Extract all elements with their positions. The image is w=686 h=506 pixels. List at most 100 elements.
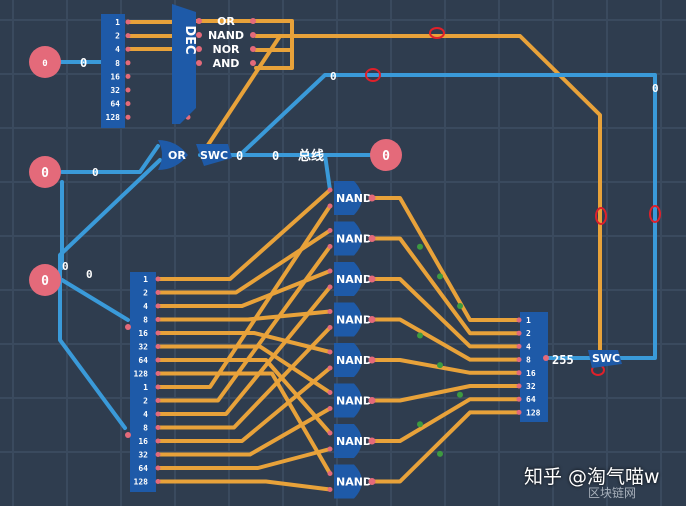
split-pin-label: 8 — [143, 424, 148, 433]
split-pin[interactable] — [155, 465, 161, 471]
or-gate[interactable]: OR — [158, 140, 188, 170]
split-pin-label: 128 — [134, 370, 149, 379]
dec-op-pin[interactable] — [196, 46, 202, 52]
dec-op-label: NOR — [212, 43, 240, 56]
top-input-out-label: 0 — [80, 56, 87, 70]
merge-pin[interactable] — [516, 357, 522, 363]
dec-op-pin[interactable] — [196, 60, 202, 66]
merge-pin[interactable] — [516, 330, 522, 336]
dec-pin-label: 64 — [110, 100, 120, 109]
nand-gate[interactable]: NAND — [327, 181, 376, 215]
bus-output-node[interactable]: 0 — [370, 139, 402, 171]
dec-pin[interactable] — [125, 73, 131, 79]
split-pin[interactable] — [155, 317, 161, 322]
dec-op-pin[interactable] — [196, 32, 202, 38]
bus-value-label: 0 — [272, 149, 279, 163]
split-pin[interactable] — [155, 371, 161, 376]
dec-op-out-pin[interactable] — [250, 46, 256, 52]
left-mid-wire-label-a: 0 — [62, 260, 69, 273]
split-pin-label: 16 — [138, 437, 148, 446]
left-top-wire-label: 0 — [92, 166, 99, 179]
split-pin[interactable] — [155, 425, 161, 430]
split-pin[interactable] — [155, 344, 161, 349]
dec-op-out-pin[interactable] — [250, 32, 256, 38]
dec-pin[interactable] — [125, 114, 131, 120]
or-gate-label: OR — [168, 149, 186, 162]
nand-label: NAND — [336, 314, 372, 327]
split-pin-label: 128 — [134, 478, 149, 487]
merge-pin[interactable] — [516, 409, 522, 415]
dec-pin[interactable] — [125, 60, 131, 66]
nand-gate[interactable]: NAND — [327, 302, 376, 337]
left-mid-input-value: 0 — [41, 274, 49, 289]
left-mid-input-node[interactable]: 0 — [29, 264, 61, 296]
split-pin[interactable] — [155, 303, 161, 309]
nand-label: NAND — [336, 354, 372, 367]
nand-output-wires — [370, 196, 521, 484]
split-pin[interactable] — [155, 290, 161, 295]
nand-gate[interactable]: NAND — [327, 221, 376, 256]
dec-op-pin[interactable] — [196, 18, 202, 24]
split-pin[interactable] — [155, 452, 161, 457]
merge-pin-label: 2 — [526, 329, 531, 338]
dec-pin[interactable] — [125, 87, 131, 93]
top-right-wire-label: 0 — [330, 70, 337, 83]
merge-pin[interactable] — [516, 317, 522, 323]
dec-op-label: NAND — [208, 29, 244, 42]
merge-pin[interactable] — [516, 343, 522, 349]
split-pin[interactable] — [155, 411, 161, 417]
dec-op-out-pin[interactable] — [250, 18, 256, 24]
dec-pin[interactable] — [125, 46, 131, 52]
split-in-pin[interactable] — [125, 324, 131, 330]
merge-pin[interactable] — [516, 396, 522, 402]
nand-label: NAND — [336, 273, 372, 286]
split-pin-label: 4 — [143, 410, 148, 419]
merge-pin[interactable] — [516, 370, 522, 376]
top-input-node[interactable]: 0 — [29, 46, 61, 78]
dec-pin[interactable] — [125, 101, 131, 107]
dec-pin-label: 4 — [115, 45, 120, 54]
split-pin-label: 1 — [143, 383, 148, 392]
dec-pin[interactable] — [125, 33, 131, 39]
merge-pin-label: 16 — [526, 369, 536, 378]
nand-gate[interactable]: NAND — [327, 343, 376, 377]
split-pin[interactable] — [155, 384, 161, 390]
nand-label: NAND — [336, 395, 372, 408]
split-pin[interactable] — [155, 276, 161, 282]
nand-gate[interactable]: NAND — [327, 424, 376, 458]
nand-gate[interactable]: NAND — [327, 464, 376, 499]
swc-right-label: SWC — [592, 352, 620, 365]
split-pin-label: 2 — [143, 289, 148, 298]
left-top-input-value: 0 — [41, 166, 49, 181]
split-pin[interactable] — [155, 357, 161, 363]
nand-gate[interactable]: NAND — [327, 383, 376, 418]
dec-op-out-pin[interactable] — [250, 60, 256, 66]
left-mid-wire-label-b: 0 — [86, 268, 93, 281]
split-pin[interactable] — [155, 398, 161, 403]
split-pin-label: 32 — [138, 451, 148, 460]
merge-pin[interactable] — [516, 383, 522, 389]
split-pin[interactable] — [155, 330, 161, 336]
split-pin-label: 4 — [143, 302, 148, 311]
swc-top[interactable]: SWC — [196, 144, 232, 166]
split-in-pin[interactable] — [125, 432, 131, 438]
left-top-input-node[interactable]: 0 — [29, 156, 61, 188]
watermark-sub: 区块链网 — [588, 486, 637, 500]
watermark: 知乎 @淘气喵w — [524, 466, 660, 488]
swc-right[interactable]: SWC — [588, 350, 622, 368]
dec-op-label: OR — [217, 15, 235, 28]
nand-gate[interactable]: NAND — [327, 262, 376, 296]
dec-chip-label: DEC — [182, 25, 197, 54]
split-pin[interactable] — [155, 438, 161, 444]
dec-pin-label: 16 — [110, 72, 120, 81]
dec-pin[interactable] — [125, 19, 131, 25]
split-pin-label: 64 — [138, 464, 148, 473]
split-pin[interactable] — [155, 479, 161, 484]
dec-pin-label: 1 — [115, 18, 120, 27]
nand-label: NAND — [336, 233, 372, 246]
nand-label: NAND — [336, 476, 372, 489]
